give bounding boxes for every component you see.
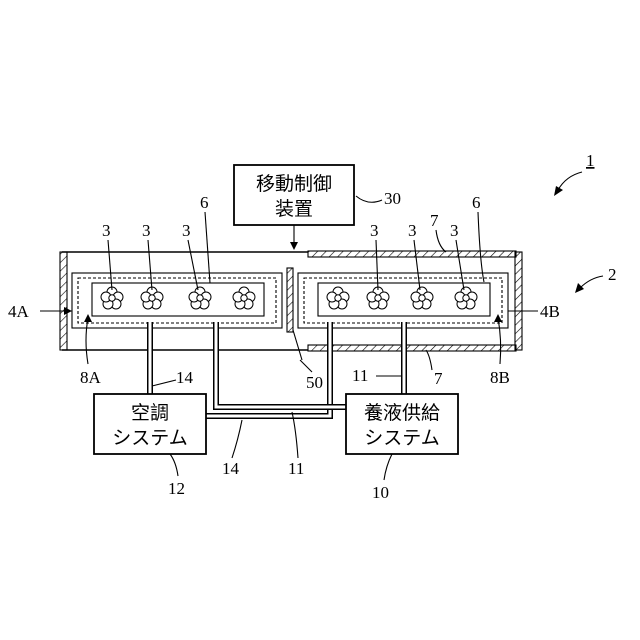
movement-control-line2: 装置 bbox=[275, 198, 313, 220]
label-1: 1 bbox=[586, 151, 595, 170]
label-10: 10 bbox=[372, 483, 389, 502]
label-4a: 4A bbox=[8, 302, 30, 321]
left-wall bbox=[60, 252, 67, 350]
air-conditioning-box: 空調 システム bbox=[94, 394, 206, 454]
label-3-f: 3 bbox=[450, 221, 459, 240]
label-3-b: 3 bbox=[142, 221, 151, 240]
label-2: 2 bbox=[608, 265, 617, 284]
label-50: 50 bbox=[306, 373, 323, 392]
right-wall bbox=[515, 252, 522, 350]
movement-control-box: 移動制御 装置 bbox=[234, 165, 354, 225]
label-12: 12 bbox=[168, 479, 185, 498]
nutrient-supply-box: 養液供給 システム bbox=[346, 394, 458, 454]
label-4b: 4B bbox=[540, 302, 560, 321]
growing-unit-4b bbox=[298, 273, 508, 328]
label-14-top: 14 bbox=[176, 368, 194, 387]
label-3-d: 3 bbox=[370, 221, 379, 240]
label-30: 30 bbox=[384, 189, 401, 208]
label-11-right: 11 bbox=[352, 366, 368, 385]
partition-50 bbox=[287, 268, 293, 332]
movement-control-line1: 移動制御 bbox=[256, 173, 332, 195]
label-3-a: 3 bbox=[102, 221, 111, 240]
nutrient-supply-line2: システム bbox=[364, 427, 439, 449]
air-conditioning-line2: システム bbox=[112, 427, 187, 449]
growing-unit-4a bbox=[72, 273, 282, 328]
label-6-right: 6 bbox=[472, 193, 481, 212]
label-8b: 8B bbox=[490, 368, 510, 387]
label-3-c: 3 bbox=[182, 221, 191, 240]
label-7-bottom: 7 bbox=[434, 369, 443, 388]
label-6-left: 6 bbox=[200, 193, 209, 212]
label-3-e: 3 bbox=[408, 221, 417, 240]
label-14-bottom: 14 bbox=[222, 459, 240, 478]
air-conditioning-line1: 空調 bbox=[131, 402, 169, 424]
label-7-top: 7 bbox=[430, 211, 439, 230]
label-11-bottom: 11 bbox=[288, 459, 304, 478]
nutrient-supply-line1: 養液供給 bbox=[364, 402, 440, 424]
label-8a: 8A bbox=[80, 368, 102, 387]
